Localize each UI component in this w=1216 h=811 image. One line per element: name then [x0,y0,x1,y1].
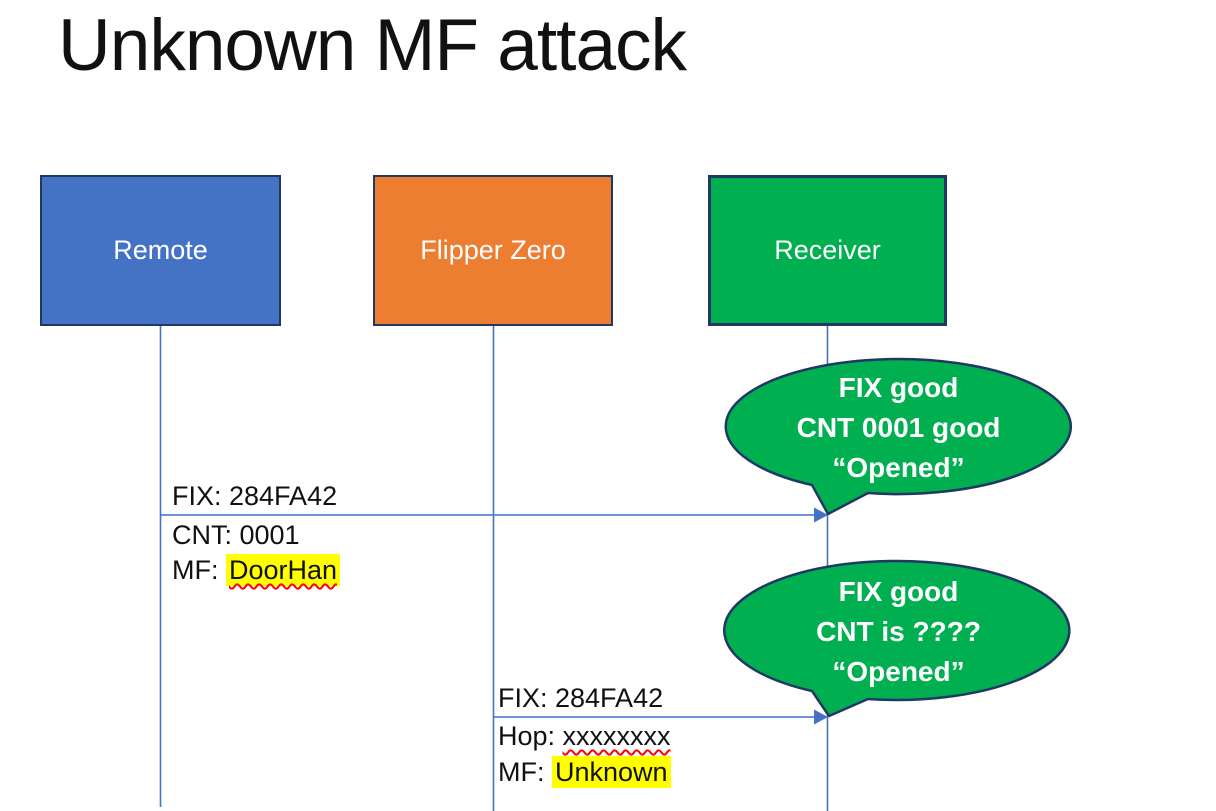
message-2-mf-value-highlighted: Unknown [552,756,671,788]
message-1-mf-label: MF: DoorHan [172,554,341,586]
actor-label-receiver: Receiver [774,235,881,265]
message-1-cnt-label: CNT: 0001 [172,520,300,550]
callout-2-line-1: FIX good [838,576,959,607]
actor-box-flipper-zero: Flipper Zero [373,175,613,326]
actor-label-flipper-zero: Flipper Zero [420,235,566,265]
message-2-hop-prefix: Hop: [498,721,563,751]
message-2-mf-label: MF: Unknown [498,756,671,788]
message-2-hop-value: xxxxxxxx [562,721,671,751]
callout-2-line-3: “Opened” [832,656,965,687]
actor-box-receiver: Receiver [708,175,947,326]
message-arrow-1-head [814,507,828,523]
message-2-hop-label: Hop: xxxxxxxx [498,721,671,751]
message-2-fix-label: FIX: 284FA42 [498,683,664,713]
callout-1-text: FIX good CNT 0001 good “Opened” [726,368,1071,488]
message-arrow-2-head [814,709,828,725]
actor-box-remote: Remote [40,175,281,326]
callout-2-line-2: CNT is ???? [816,616,981,647]
actor-label-remote: Remote [113,235,208,265]
callout-1-line-1: FIX good [838,372,959,403]
callout-2-text: FIX good CNT is ???? “Opened” [726,572,1071,692]
page-title: Unknown MF attack [58,5,687,86]
callout-1-line-2: CNT 0001 good [796,412,1001,443]
message-1-mf-value-highlighted: DoorHan [226,554,341,586]
message-1-mf-prefix: MF: [172,555,226,585]
callout-1-line-3: “Opened” [832,452,965,483]
message-2-mf-prefix: MF: [498,757,552,787]
message-1-fix-label: FIX: 284FA42 [172,481,338,511]
